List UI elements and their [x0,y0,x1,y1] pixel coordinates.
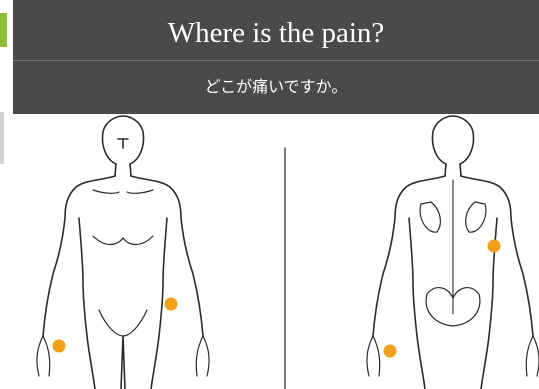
pain-marker-back-right-upper-arm[interactable] [488,240,501,253]
side-strip [0,112,4,164]
header-banner: Where is the pain? どこが痛いですか。 [13,0,539,114]
body-diagram [13,114,539,389]
pain-marker-back-left-wrist[interactable] [384,345,397,358]
green-tab[interactable] [0,13,7,47]
body-figures-svg [13,114,539,389]
left-edge [0,0,13,389]
page-title: Where is the pain? [13,10,539,56]
page-subtitle: どこが痛いですか。 [13,72,539,102]
pain-marker-front-right-forearm[interactable] [165,298,178,311]
header-divider [13,60,539,61]
pain-marker-front-left-wrist[interactable] [53,340,66,353]
